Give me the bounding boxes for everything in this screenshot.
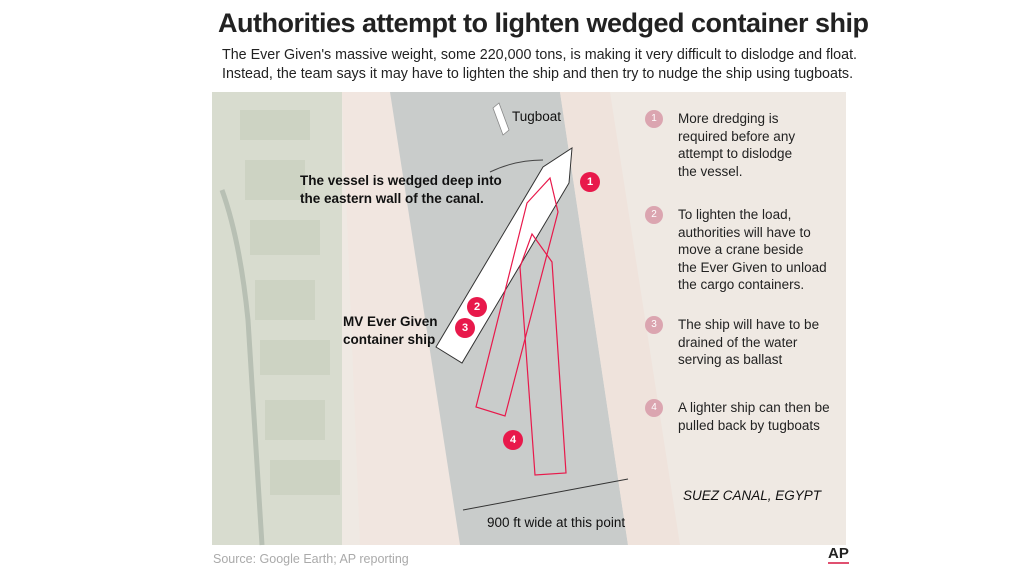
- ship-position-outline: [475, 176, 559, 417]
- ship-position-outline: [519, 232, 567, 476]
- note-line: the eastern wall of the canal.: [300, 191, 484, 206]
- step-text: To lighten the load,authorities will hav…: [678, 207, 827, 292]
- map-badge-2: 2: [467, 297, 487, 317]
- width-measure-line: [462, 478, 629, 511]
- map-badge-3: 3: [455, 318, 475, 338]
- tugboat-icon: [492, 102, 510, 136]
- step-number: 1: [645, 110, 663, 128]
- map-badge-4: 4: [503, 430, 523, 450]
- wedged-note: The vessel is wedged deep into the easte…: [300, 172, 502, 208]
- irrigation-channel: [219, 189, 265, 546]
- step-number: 2: [645, 206, 663, 224]
- ship-label-line: container ship: [343, 332, 436, 347]
- callout-line: [489, 159, 544, 173]
- ship-label: MV Ever Given container ship: [343, 313, 438, 349]
- map-badge-1: 1: [580, 172, 600, 192]
- step-number: 3: [645, 316, 663, 334]
- ship-label-line: MV Ever Given: [343, 314, 438, 329]
- west-bank: [342, 92, 460, 545]
- subtitle-line: Instead, the team says it may have to li…: [222, 66, 854, 82]
- tugboat-label: Tugboat: [512, 109, 562, 124]
- subtitle: The Ever Given's massive weight, some 22…: [222, 46, 857, 84]
- page-title: Authorities attempt to lighten wedged co…: [218, 8, 869, 38]
- source-note: Source: Google Earth; AP reporting: [213, 552, 409, 566]
- width-label: 900 ft wide at this point: [487, 515, 626, 530]
- subtitle-line: The Ever Given's massive weight, some 22…: [222, 47, 858, 63]
- east-bank: [560, 92, 680, 545]
- ap-logo: AP: [828, 545, 849, 564]
- note-line: The vessel is wedged deep into: [300, 173, 502, 188]
- location-label: SUEZ CANAL, EGYPT: [683, 488, 822, 503]
- step-2: 2 To lighten the load,authorities will h…: [645, 206, 827, 294]
- step-number: 4: [645, 399, 663, 417]
- field-patches: [240, 110, 340, 495]
- canal-water: [390, 92, 628, 545]
